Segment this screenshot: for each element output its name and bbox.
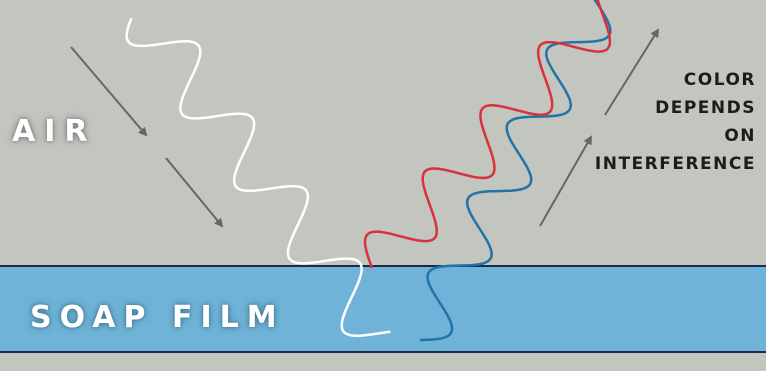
air-region xyxy=(0,0,766,268)
caption-line-1: COLOR xyxy=(683,70,756,90)
incoming-arrow-1 xyxy=(70,46,148,137)
air-label: AIR xyxy=(12,114,97,149)
incoming-arrow-2 xyxy=(165,157,224,228)
caption-line-2: DEPENDS xyxy=(655,98,756,118)
arrow-up-right-icon xyxy=(539,28,660,227)
interference-caption: COLOR DEPENDS ON INTERFERENCE xyxy=(595,66,756,178)
reflected-wave-blue xyxy=(420,0,612,342)
soap-film-label: SOAP FILM xyxy=(30,300,285,335)
below-film-region xyxy=(0,352,766,371)
arrow-down-right-icon xyxy=(70,46,224,228)
reflected-wave-red xyxy=(363,0,612,269)
outgoing-arrow-2 xyxy=(604,28,660,116)
caption-line-3: ON xyxy=(724,126,756,146)
caption-line-4: INTERFERENCE xyxy=(594,154,756,174)
soap-film-layer xyxy=(0,266,766,352)
incoming-wave xyxy=(125,17,391,337)
outgoing-arrow-1 xyxy=(539,135,592,227)
